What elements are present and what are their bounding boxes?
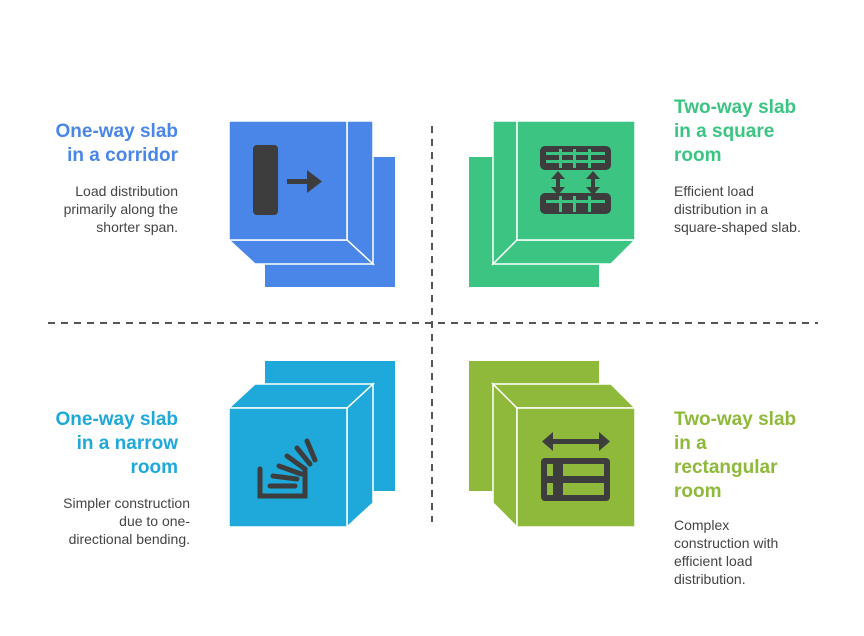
quadrant-bottom-right-title: Two-way slab in a rectangular room xyxy=(674,408,796,504)
title-line: room xyxy=(130,457,179,478)
quadrant-bottom-right-graphic xyxy=(469,361,637,529)
desc-line: Simpler construction xyxy=(63,495,190,511)
quadrant-top-left-description: Load distribution primarily along the sh… xyxy=(64,182,178,236)
stack-tray-icon xyxy=(257,438,318,499)
quadrant-bottom-left-description: Simpler construction due to one- directi… xyxy=(63,494,190,548)
desc-line: Complex xyxy=(674,517,730,533)
title-line: in a corridor xyxy=(67,145,178,166)
title-line: in a narrow xyxy=(76,433,178,454)
title-line: Two-way slab xyxy=(674,409,797,430)
desc-line: efficient load xyxy=(674,553,753,569)
door-arrow-icon xyxy=(253,145,322,215)
quadrant-top-right-graphic xyxy=(469,120,637,287)
cube-side-face xyxy=(346,382,374,529)
front-square xyxy=(516,120,636,241)
desc-line: directional bending. xyxy=(68,531,190,547)
desc-line: primarily along the xyxy=(63,201,178,217)
quadrant-bottom-left-title: One-way slab in a narrow room xyxy=(56,408,179,480)
desc-line: Load distribution xyxy=(75,183,178,199)
desc-line: construction with xyxy=(674,535,779,551)
vertical-compress-grid-icon xyxy=(540,146,611,214)
desc-line: shorter span. xyxy=(96,219,178,235)
quadrant-top-right-description: Efficient load distribution in a square-… xyxy=(674,182,801,236)
cube-bottom-face xyxy=(227,239,375,265)
quadrant-top-left-title: One-way slab in a corridor xyxy=(56,120,179,168)
title-line: rectangular xyxy=(674,457,778,478)
cube-top-face xyxy=(491,383,637,409)
title-line: Two-way slab xyxy=(674,97,797,118)
quadrant-bottom-right-description: Complex construction with efficient load… xyxy=(674,516,778,588)
title-line: One-way slab xyxy=(55,409,179,430)
desc-line: square-shaped slab. xyxy=(674,219,801,235)
cube-top-face xyxy=(227,383,375,409)
desc-line: due to one- xyxy=(119,513,190,529)
desc-line: Efficient load xyxy=(674,183,754,199)
cube-bottom-face xyxy=(491,239,637,265)
desc-line: distribution in a xyxy=(674,201,769,217)
title-line: in a xyxy=(674,433,707,454)
title-line: in a square xyxy=(674,121,775,142)
horizontal-arrow-layout-icon xyxy=(541,432,610,501)
desc-line: distribution. xyxy=(674,571,746,587)
quadrant-top-right-title: Two-way slab in a square room xyxy=(674,96,796,168)
title-line: One-way slab xyxy=(55,121,179,142)
quadrant-top-left-graphic xyxy=(227,120,395,287)
cube-side-face xyxy=(346,120,374,266)
title-line: room xyxy=(674,481,722,502)
title-line: room xyxy=(674,145,722,166)
quadrant-bottom-left-graphic xyxy=(227,361,395,529)
